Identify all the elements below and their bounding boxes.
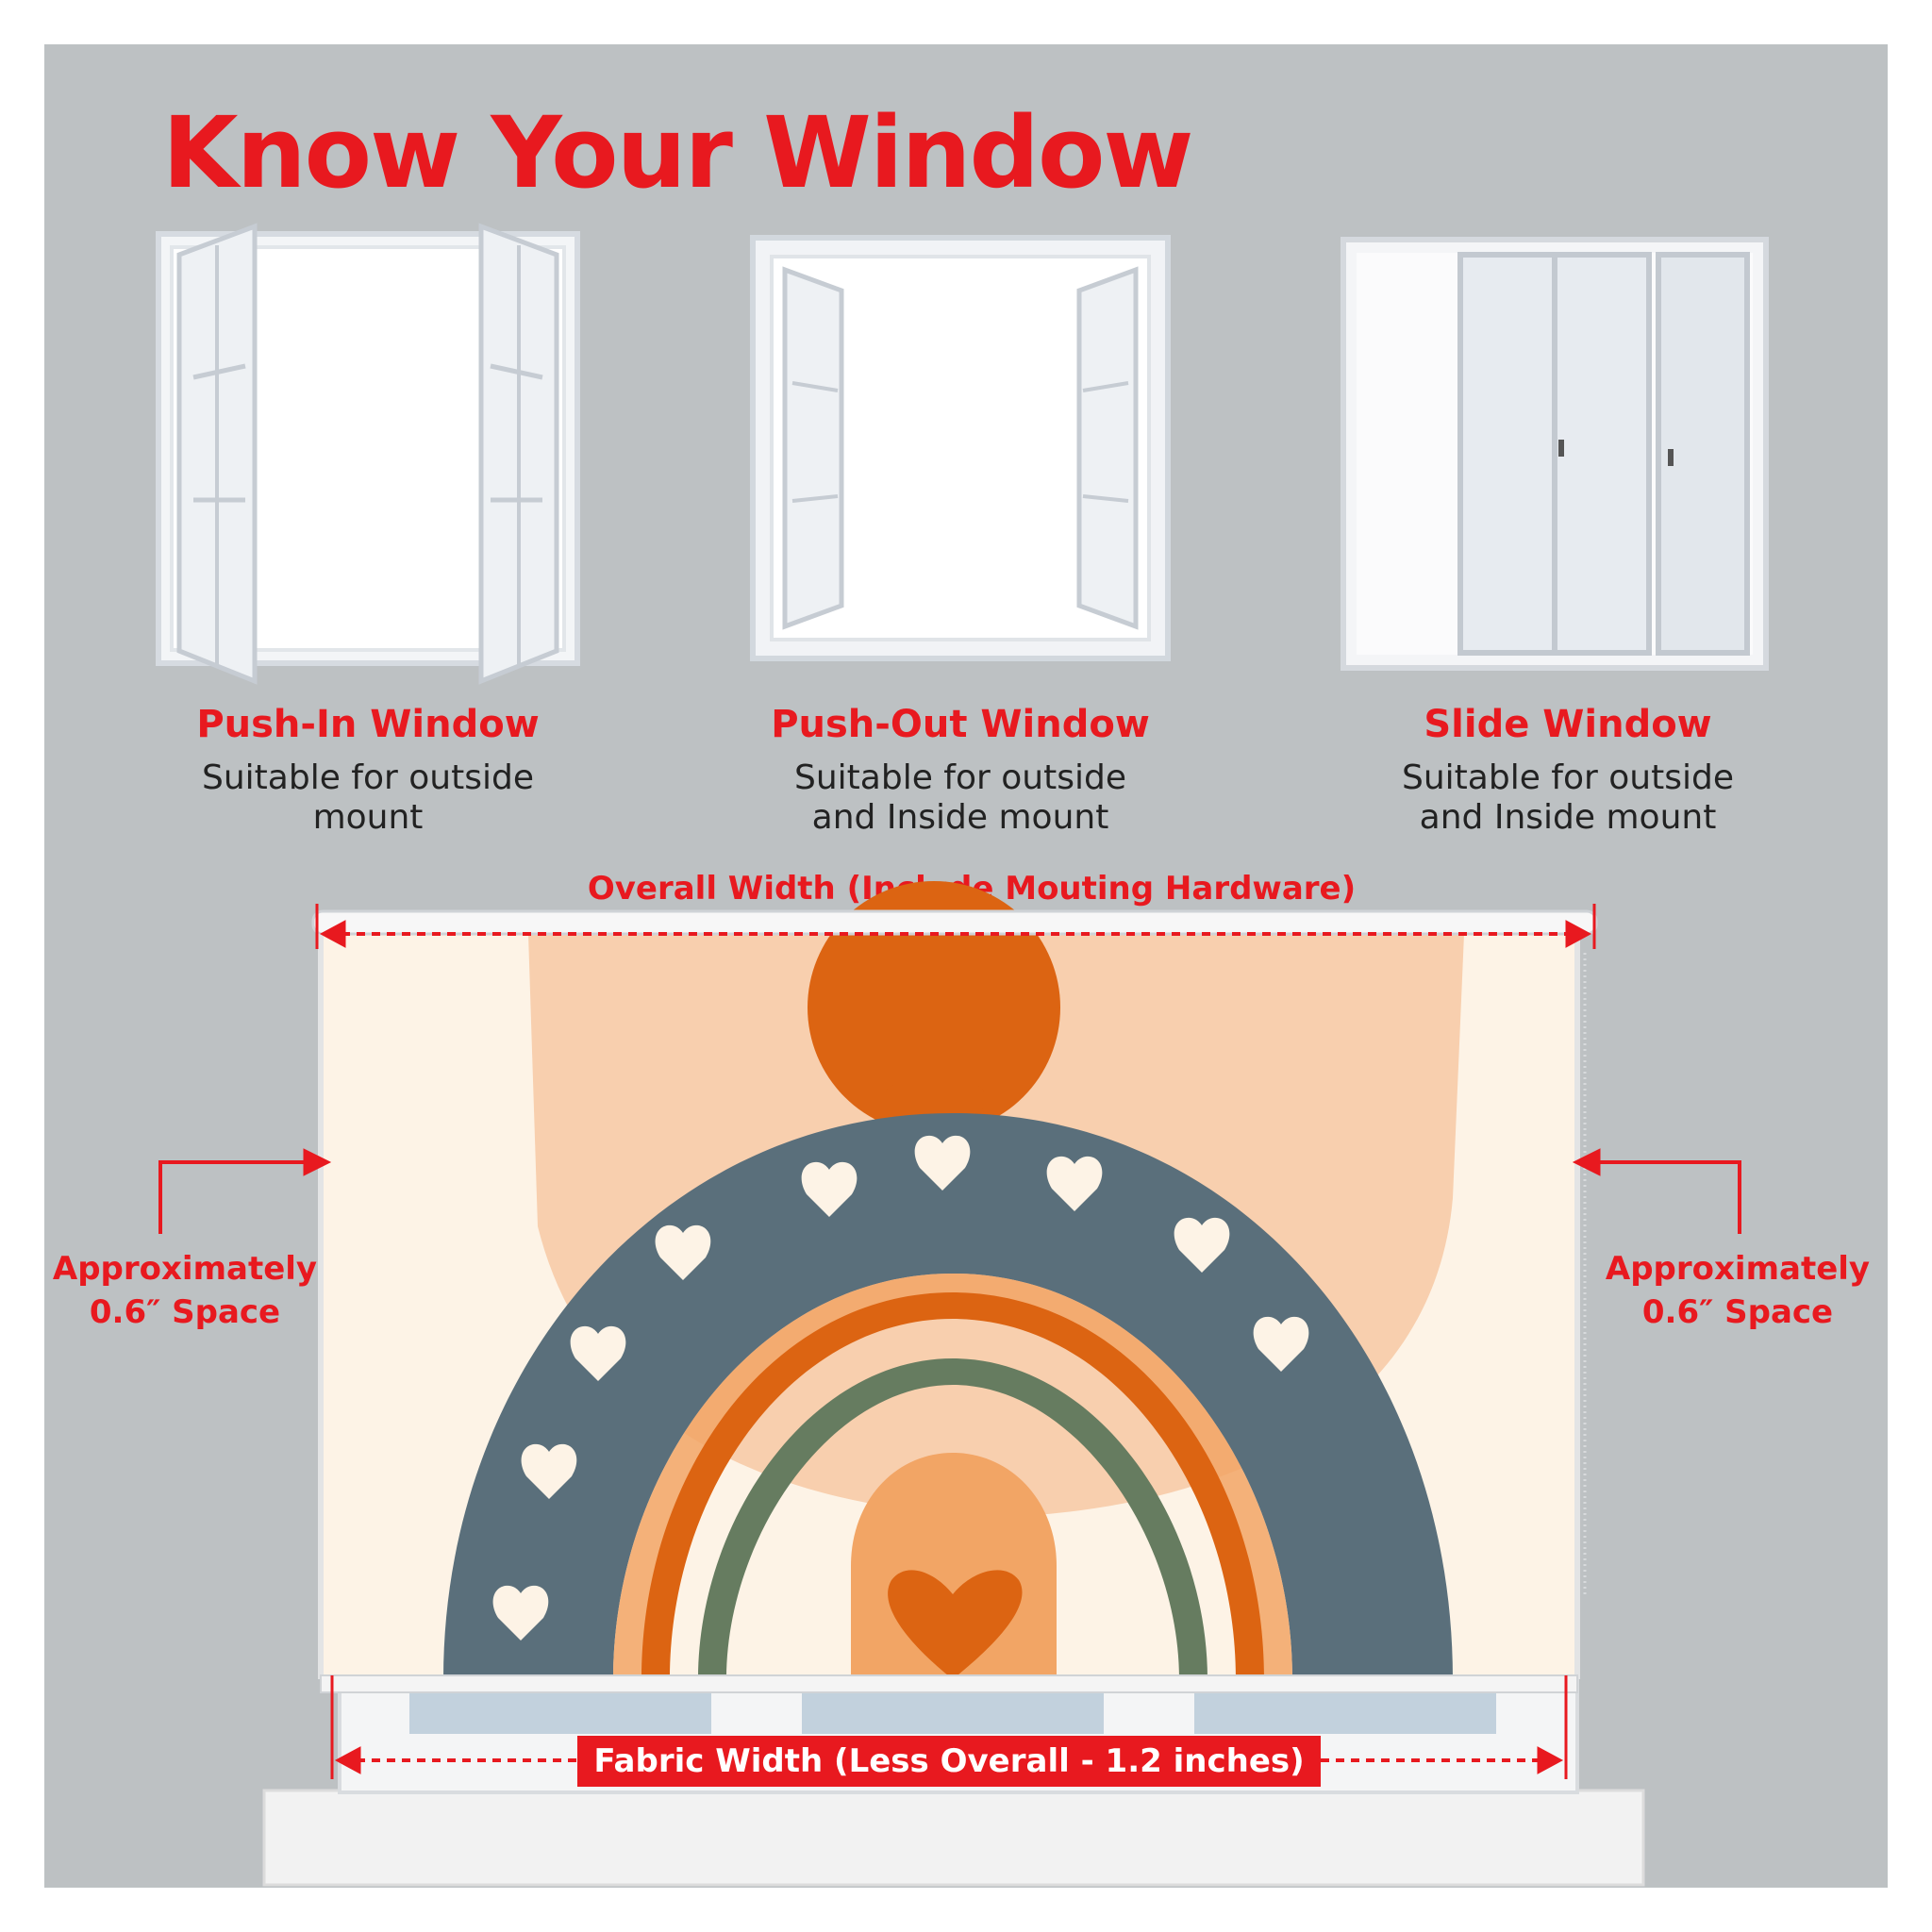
overall-width-label: Overall Width (Include Mouting Hardware) [587,870,1357,908]
push-in-window-label: Push-In Window [196,703,540,746]
push-out-window-illustration [747,232,1174,664]
push-in-window-description: Suitable for outside mount [202,758,534,837]
slide-window-label: Slide Window [1424,703,1712,746]
push-in-window-illustration [151,217,585,689]
slide-window-illustration [1340,236,1770,672]
push-out-window-description: Suitable for outside and Inside mount [794,758,1126,837]
page-title: Know Your Window [162,95,1193,210]
right-space-annotation: Approximately 0.6″ Space [1605,1250,1871,1331]
push-out-window-label: Push-Out Window [771,703,1150,746]
left-space-annotation: Approximately 0.6″ Space [52,1250,318,1331]
slide-window-description: Suitable for outside and Inside mount [1402,758,1734,837]
fabric-width-label: Fabric Width (Less Overall - 1.2 inches) [577,1736,1321,1787]
